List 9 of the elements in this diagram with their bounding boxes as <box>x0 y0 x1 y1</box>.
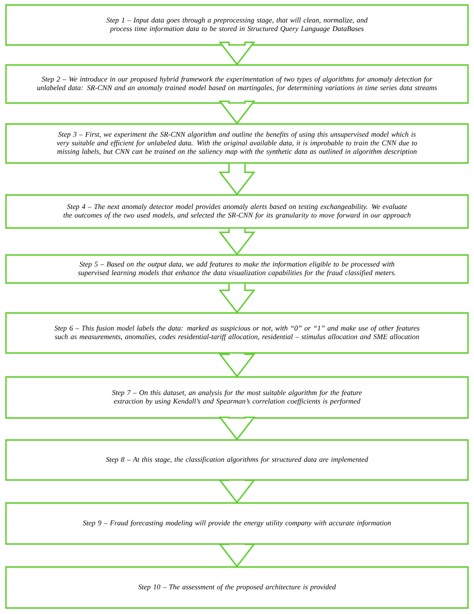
block-arrow <box>218 42 256 66</box>
block-arrow <box>218 283 256 314</box>
block-arrow <box>218 163 256 196</box>
block-arrow <box>218 544 256 568</box>
block-arrow <box>218 353 256 378</box>
block-arrow <box>218 100 256 124</box>
block-arrow <box>218 480 256 504</box>
block-arrow <box>218 228 256 256</box>
block-arrow <box>218 416 256 440</box>
